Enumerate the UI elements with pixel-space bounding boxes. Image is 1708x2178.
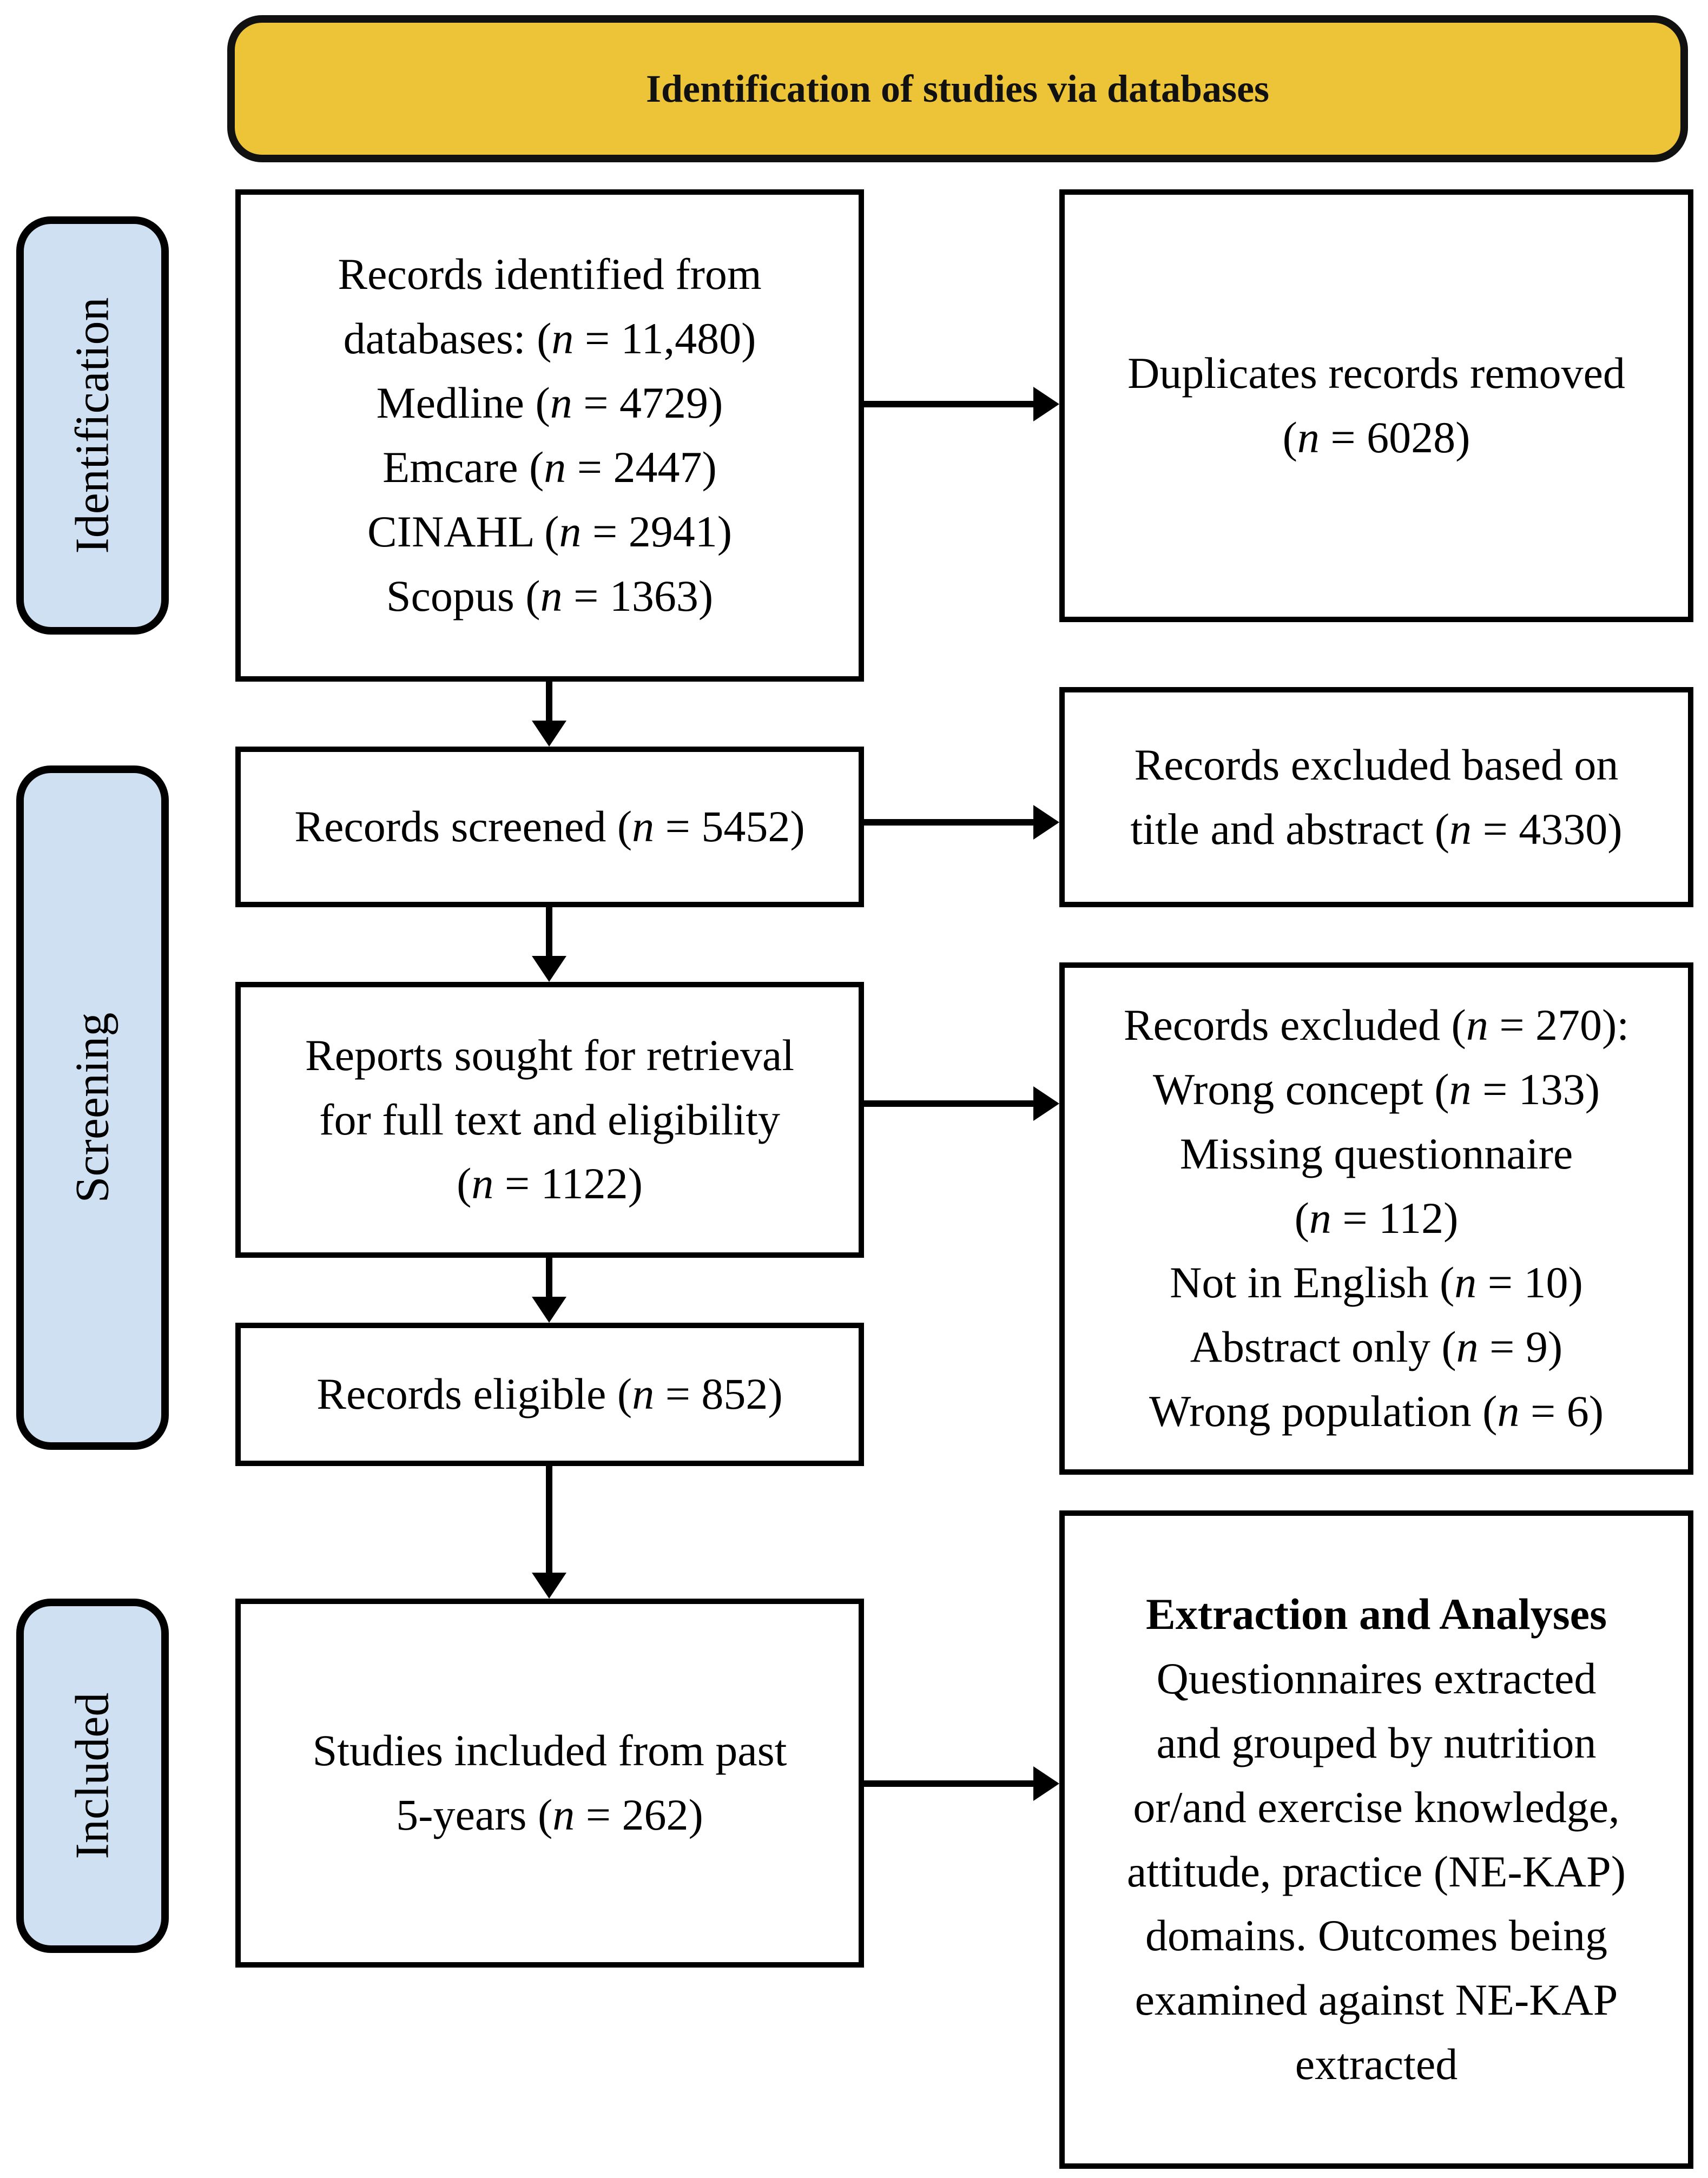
text-line: title and abstract (n = 4330)	[1130, 804, 1623, 854]
arrow-screened-to-excluded	[864, 805, 1059, 840]
arrow-identified-to-screened	[532, 682, 566, 747]
text-line: Emcare (n = 2447)	[383, 443, 717, 492]
box-records-screened: Records screened (n = 5452)	[235, 747, 864, 907]
arrow-eligible-to-included	[532, 1466, 566, 1599]
text-line: Wrong concept (n = 133)	[1152, 1065, 1600, 1114]
text-line: Wrong population (n = 6)	[1149, 1386, 1604, 1436]
box-records-identified: Records identified from databases: (n = 1…	[235, 189, 864, 682]
text-line: Records excluded based on	[1134, 740, 1619, 789]
box-records-excluded-reasons: Records excluded (n = 270): Wrong concept…	[1059, 962, 1693, 1475]
text-line: Records eligible (n = 852)	[316, 1369, 783, 1419]
text-line: and grouped by nutrition	[1156, 1718, 1597, 1767]
arrowhead	[532, 721, 566, 747]
arrow-shaft	[546, 907, 552, 958]
text-line: CINAHL (n = 2941)	[367, 506, 733, 556]
arrow-included-to-extraction	[864, 1766, 1059, 1801]
text-line: Extraction and Analyses	[1146, 1589, 1607, 1639]
box-records-eligible: Records eligible (n = 852)	[235, 1323, 864, 1466]
arrowhead	[532, 1297, 566, 1323]
text-line: Questionnaires extracted	[1156, 1653, 1597, 1703]
arrow-shaft	[546, 1466, 552, 1575]
text-line: Studies included from past	[312, 1726, 787, 1776]
stage-label-included: Included	[16, 1599, 169, 1953]
text-line: Reports sought for retrieval	[305, 1030, 795, 1080]
text-line: for full text and eligibility	[319, 1094, 780, 1144]
text-line: Records identified from	[338, 249, 762, 299]
text-line: Not in English (n = 10)	[1170, 1257, 1583, 1307]
arrow-shaft	[546, 1258, 552, 1299]
stage-label-text: Included	[66, 1692, 119, 1859]
box-excluded-title-abstract: Records excluded based on title and abstr…	[1059, 687, 1693, 907]
box-studies-included: Studies included from past 5-years (n = 2…	[235, 1599, 864, 1968]
arrowhead	[1033, 1086, 1059, 1121]
arrowhead	[1033, 387, 1059, 421]
text-line: extracted	[1295, 2040, 1458, 2089]
stage-label-text: Screening	[66, 1012, 119, 1203]
text-line: (n = 6028)	[1282, 413, 1470, 462]
text-line: 5-years (n = 262)	[396, 1790, 703, 1839]
text-line: (n = 112)	[1294, 1193, 1459, 1243]
text-line: Duplicates records removed	[1127, 348, 1625, 398]
box-duplicates-removed: Duplicates records removed (n = 6028)	[1059, 189, 1693, 622]
text-line: or/and exercise knowledge,	[1133, 1782, 1620, 1832]
arrow-reports-to-eligible	[532, 1258, 566, 1323]
arrowhead	[532, 956, 566, 982]
text-line: Records excluded (n = 270):	[1123, 1000, 1630, 1050]
stage-label-screening: Screening	[16, 765, 169, 1450]
text-line: (n = 1122)	[457, 1159, 643, 1209]
arrow-identified-to-duplicates	[864, 387, 1059, 421]
stage-label-identification: Identification	[16, 216, 169, 635]
header-banner: Identification of studies via databases	[227, 15, 1688, 162]
text-line: Medline (n = 4729)	[376, 378, 723, 428]
text-line: domains. Outcomes being	[1145, 1911, 1608, 1961]
arrow-shaft	[546, 682, 552, 723]
text-line: Abstract only (n = 9)	[1190, 1322, 1563, 1371]
header-title: Identification of studies via databases	[645, 67, 1270, 110]
stage-label-text: Identification	[66, 297, 119, 554]
text-line: Missing questionnaire	[1179, 1129, 1573, 1179]
text-line: attitude, practice (NE-KAP)	[1126, 1846, 1626, 1896]
arrow-reports-to-excluded-reasons	[864, 1086, 1059, 1121]
arrow-shaft	[864, 819, 1036, 826]
arrowhead	[1033, 805, 1059, 840]
box-reports-sought: Reports sought for retrieval for full tex…	[235, 982, 864, 1258]
arrowhead	[1033, 1766, 1059, 1801]
text-line: Records screened (n = 5452)	[294, 802, 805, 852]
arrow-shaft	[864, 1100, 1036, 1107]
text-line: examined against NE-KAP	[1135, 1975, 1618, 2025]
arrowhead	[532, 1573, 566, 1599]
arrow-shaft	[864, 1780, 1036, 1787]
text-line: databases: (n = 11,480)	[343, 314, 756, 364]
arrow-shaft	[864, 401, 1036, 407]
arrow-screened-to-reports	[532, 907, 566, 982]
text-line: Scopus (n = 1363)	[386, 571, 714, 621]
